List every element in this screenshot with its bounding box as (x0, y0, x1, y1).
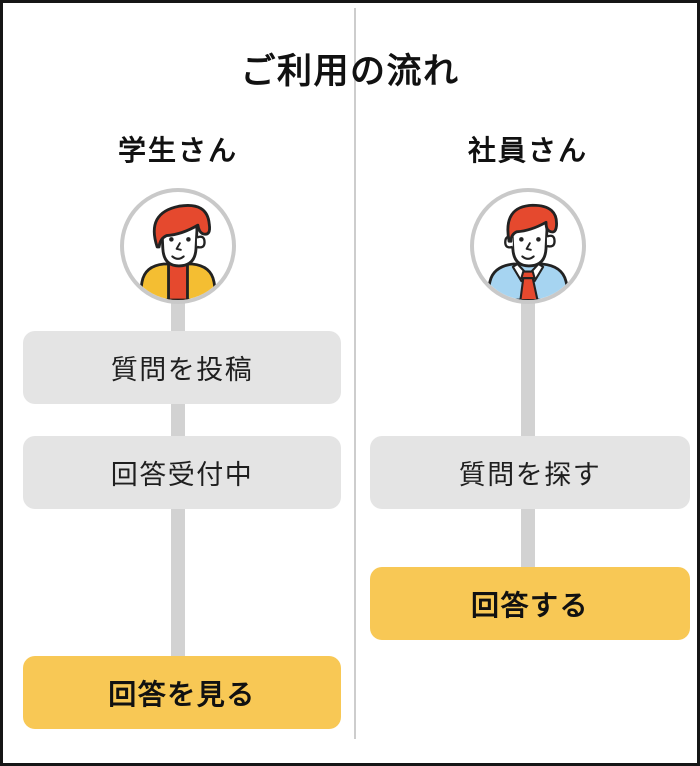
step-answers-open: 回答受付中 (23, 436, 341, 509)
step-find-question: 質問を探す (370, 436, 690, 509)
page-title: ご利用の流れ (240, 52, 460, 91)
column-divider (354, 8, 356, 739)
employee-illustration-icon (483, 203, 573, 300)
step-view-answers: 回答を見る (23, 656, 341, 729)
step-view-answers-label: 回答を見る (108, 678, 256, 710)
employee-column-header: 社員さん (467, 135, 588, 166)
step-answer-label: 回答する (470, 589, 589, 621)
student-column-header: 学生さん (117, 135, 238, 166)
step-answers-open-label: 回答受付中 (110, 460, 254, 490)
student-avatar (120, 188, 236, 304)
student-illustration-icon (137, 204, 219, 300)
employee-avatar (470, 188, 586, 304)
step-post-question: 質問を投稿 (23, 331, 341, 404)
step-answer: 回答する (370, 567, 690, 640)
step-post-question-label: 質問を投稿 (110, 355, 254, 385)
step-find-question-label: 質問を探す (458, 460, 602, 490)
